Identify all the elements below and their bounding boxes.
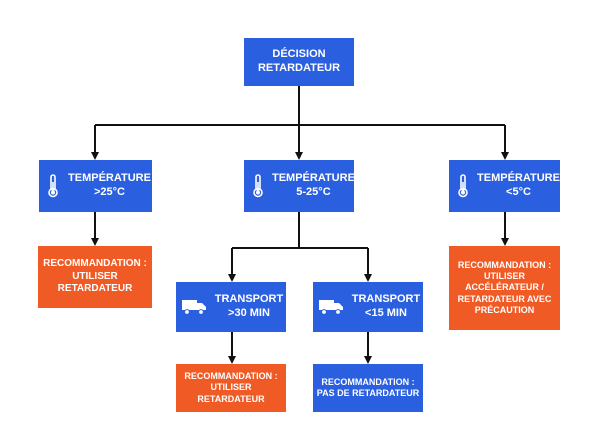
- thermometer-icon: [449, 174, 477, 198]
- temperature-low-node: TEMPÉRATURE <5°C: [449, 160, 560, 212]
- recommendation-low-node: RECOMMANDATION : UTILISER ACCÉLÉRATEUR /…: [449, 246, 560, 330]
- root-decision-node: DÉCISION RETARDATEUR: [244, 38, 354, 86]
- recommendation-high-label: RECOMMANDATION : UTILISER RETARDATEUR: [43, 258, 147, 295]
- recommendation-low-label: RECOMMANDATION : UTILISER ACCÉLÉRATEUR /…: [457, 259, 552, 315]
- truck-icon: [313, 299, 349, 315]
- recommendation-long-node: RECOMMANDATION : UTILISER RETARDATEUR: [176, 364, 286, 412]
- transport-short-label: TRANSPORT <15 MIN: [351, 293, 421, 319]
- truck-icon: [176, 299, 212, 315]
- transport-long-node: TRANSPORT >30 MIN: [176, 282, 286, 332]
- temperature-mid-label: TEMPÉRATURE 5-25°C: [272, 172, 355, 198]
- temperature-high-node: TEMPÉRATURE >25°C: [39, 160, 152, 212]
- temperature-high-label: TEMPÉRATURE >25°C: [68, 172, 151, 198]
- temperature-mid-node: TEMPÉRATURE 5-25°C: [244, 160, 355, 212]
- recommendation-short-node: RECOMMANDATION : PAS DE RETARDATEUR: [313, 364, 423, 412]
- temperature-low-label: TEMPÉRATURE <5°C: [477, 172, 560, 198]
- recommendation-high-node: RECOMMANDATION : UTILISER RETARDATEUR: [38, 246, 152, 308]
- transport-long-label: TRANSPORT >30 MIN: [214, 293, 284, 319]
- recommendation-short-label: RECOMMANDATION : PAS DE RETARDATEUR: [316, 376, 420, 398]
- transport-short-node: TRANSPORT <15 MIN: [313, 282, 423, 332]
- root-decision-label: DÉCISION RETARDATEUR: [257, 48, 341, 74]
- thermometer-icon: [244, 174, 272, 198]
- recommendation-long-label: RECOMMANDATION : UTILISER RETARDATEUR: [184, 371, 278, 404]
- thermometer-icon: [39, 174, 67, 198]
